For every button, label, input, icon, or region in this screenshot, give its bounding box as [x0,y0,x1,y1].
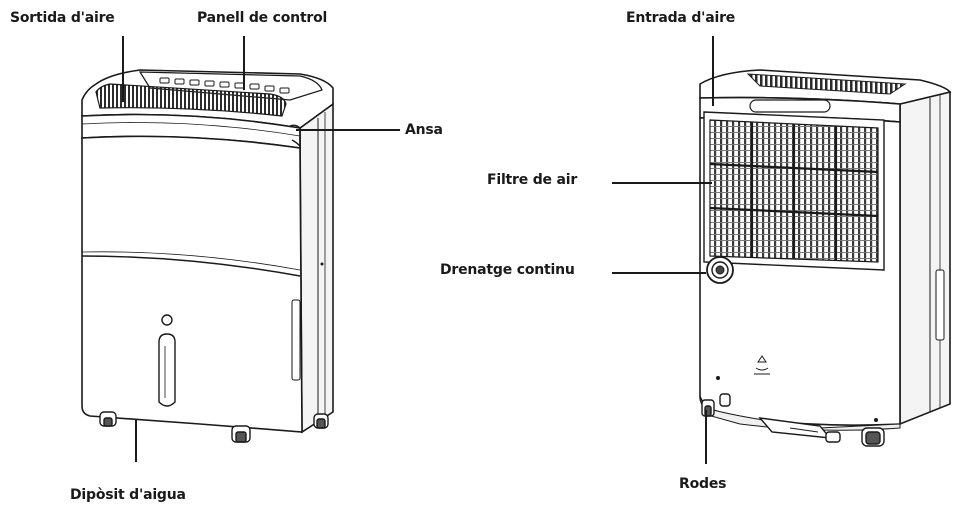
label-water-tank: Dipòsit d'aigua [70,487,186,503]
air-outlet-grille [95,83,287,117]
label-air-filter: Filtre de air [487,172,578,188]
tank-division [81,255,301,277]
callout-lines [122,36,714,464]
back-wheels [701,393,885,447]
label-air-outlet: Sortida d'aire [10,10,115,26]
label-continuous-drain: Drenatge continu [440,262,575,278]
front-side-panel [299,102,334,434]
water-level-window [158,333,176,407]
label-wheels: Rodes [679,476,727,492]
front-unit [81,69,334,443]
control-buttons [159,77,290,94]
back-side-panel [899,90,951,426]
front-control-strip [138,71,323,101]
label-handle: Ansa [405,122,443,138]
cord-symbol [754,355,770,375]
water-level-dot [161,314,173,326]
back-unit [699,69,952,447]
handle [289,124,301,148]
label-control-panel: Panell de control [197,10,328,26]
front-wheels [99,411,329,443]
label-air-inlet: Entrada d'aire [626,10,736,26]
back-top-grille [746,73,907,95]
front-body [81,135,303,433]
